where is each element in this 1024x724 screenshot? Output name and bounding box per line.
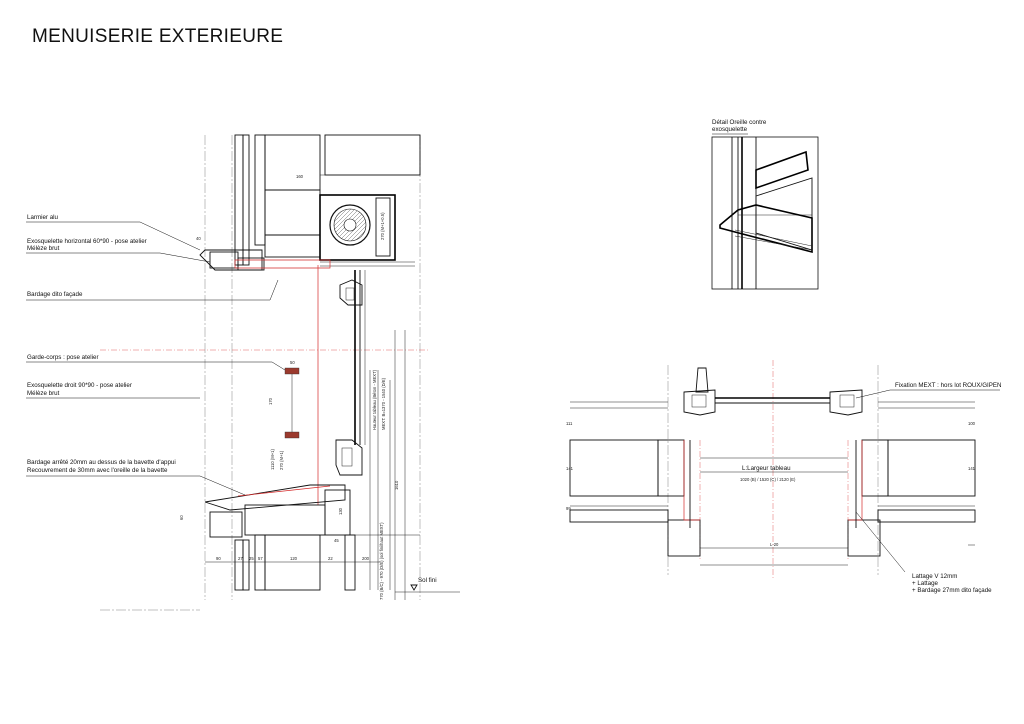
lattage-label-3: + Bardage 27mm dito façade: [912, 587, 992, 594]
garde-corps-label: Garde-corps : pose atelier: [27, 354, 99, 361]
bardage-arrete-label: Bardage arrêté 20mm au dessus de la bave…: [27, 459, 176, 466]
svg-text:57: 57: [258, 556, 263, 561]
plan-section: L:Largeur tableau 1020 (B) / 1520 (C) / …: [566, 360, 1001, 594]
svg-text:141: 141: [968, 466, 976, 471]
svg-text:270 (M+1+0.5): 270 (M+1+0.5): [380, 212, 385, 240]
svg-text:25: 25: [249, 556, 254, 561]
bardage-arrete-note: Recouvrement de 30mm avec l'oreille de l…: [27, 467, 168, 474]
svg-text:99: 99: [566, 506, 571, 511]
svg-text:200: 200: [362, 556, 370, 561]
svg-text:130: 130: [338, 507, 343, 515]
detail-oreille: Détail Oreille contre exosquelette: [711, 119, 819, 290]
svg-text:22: 22: [328, 556, 333, 561]
svg-text:1110 (M+1): 1110 (M+1): [270, 448, 275, 470]
sol-fini-label: Sol fini: [418, 577, 437, 584]
larmier-label: Larmier alu: [27, 214, 59, 221]
svg-text:160: 160: [296, 174, 304, 179]
garde-corps-bar-top: [284, 367, 300, 375]
exo-horizontal-label: Exosquelette horizontal 60*90 - pose ate…: [27, 238, 147, 245]
svg-text:50: 50: [290, 360, 295, 365]
svg-text:770 (B/C) - 970 (D/E) (sol fin: 770 (B/C) - 970 (D/E) (sol fini/haut MEX…: [379, 522, 384, 600]
svg-text:60: 60: [179, 515, 184, 520]
svg-text:Hauteur tableau (Béton - MEXT): Hauteur tableau (Béton - MEXT): [372, 369, 377, 430]
detail-oreille-label: Détail Oreille contre: [712, 119, 767, 126]
lattage-label-2: + Lattage: [912, 580, 939, 587]
svg-text:27: 27: [238, 556, 243, 561]
vertical-section: 90 27 25 57 120 22 200 160 50 170 1110 (…: [26, 134, 460, 611]
svg-text:270 (M+1): 270 (M+1): [279, 450, 284, 470]
exo-horizontal-material: Mélèze brut: [27, 245, 60, 252]
exo-droit-material: Mélèze brut: [27, 390, 60, 397]
lattage-label-1: Lattage V 12mm: [912, 573, 957, 580]
l20-label: L-20: [770, 542, 779, 547]
svg-text:40: 40: [196, 236, 201, 241]
garde-corps-bar-bottom: [284, 431, 300, 439]
svg-text:MEXT: B=1370 - 1540 (D/E): MEXT: B=1370 - 1540 (D/E): [381, 377, 386, 430]
largeur-values: 1020 (B) / 1520 (C) / 2120 (E): [740, 477, 796, 482]
svg-text:170: 170: [268, 397, 273, 405]
bardage-dito-label: Bardage dito façade: [27, 291, 83, 298]
svg-text:141: 141: [566, 466, 574, 471]
svg-text:111: 111: [566, 421, 573, 426]
svg-text:120: 120: [290, 556, 298, 561]
largeur-tableau-label: L:Largeur tableau: [742, 465, 791, 472]
detail-oreille-label-2: exosquelette: [712, 126, 748, 133]
page-title: MENUISERIE EXTERIEURE: [32, 26, 284, 47]
svg-text:100: 100: [968, 421, 976, 426]
svg-text:90: 90: [216, 556, 221, 561]
fixation-mext-label: Fixation MEXT : hors lot ROUX/GIPEN: [895, 382, 1001, 389]
exo-droit-label: Exosquelette droit 90*90 - pose atelier: [27, 382, 132, 389]
svg-text:45: 45: [334, 538, 339, 543]
svg-text:1610: 1610: [394, 480, 399, 490]
